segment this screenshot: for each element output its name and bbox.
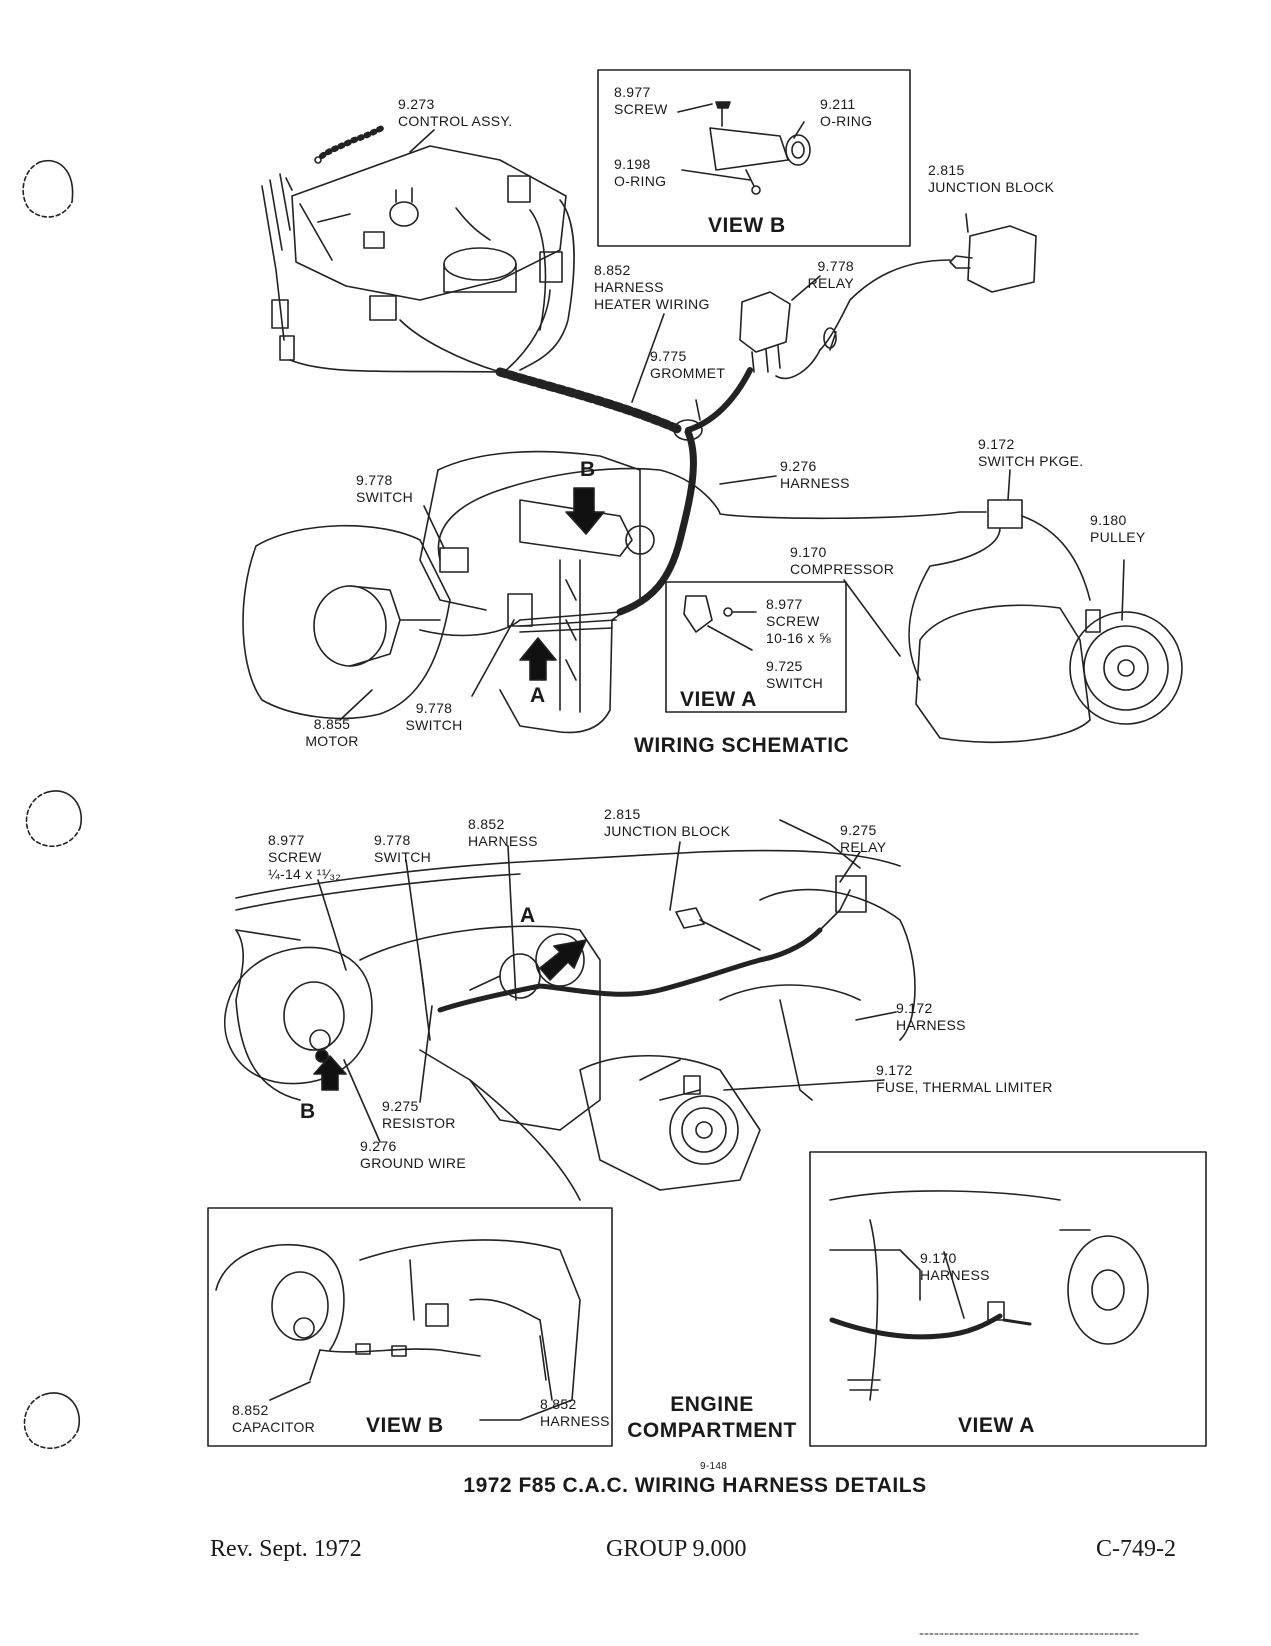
label-harness: 9.276 HARNESS xyxy=(780,458,850,491)
arrow-b-icon xyxy=(565,487,605,535)
engine-view-b-title: VIEW B xyxy=(366,1414,444,1437)
control-assembly-drawing xyxy=(261,125,567,361)
label-relay: 9.778 RELAY xyxy=(807,258,854,291)
label-junction-block: 2.815 JUNCTION BLOCK xyxy=(928,162,1055,195)
label-compressor: 9.170 COMPRESSOR xyxy=(790,544,895,577)
view-b-label-oring-right: 9.211 O-RING xyxy=(820,96,873,129)
engine-view-a-title: VIEW A xyxy=(958,1414,1035,1437)
engine-compartment-heading: ENGINE COMPARTMENT xyxy=(627,1393,797,1442)
footer-group: GROUP 9.000 xyxy=(606,1536,747,1562)
compressor-drawing xyxy=(915,604,1183,744)
engine-label-ground-wire: 9.276 GROUND WIRE xyxy=(360,1138,466,1171)
view-b-title: VIEW B xyxy=(708,214,786,237)
view-a-frame xyxy=(809,1151,1207,1447)
engine-label-switch: 9.778 SWITCH xyxy=(374,832,432,865)
footer-page-code: C-749-2 xyxy=(1096,1536,1176,1562)
engine-label-harness: 8.852 HARNESS xyxy=(468,816,538,849)
view-a-frame xyxy=(665,581,847,713)
junction-block-drawing xyxy=(675,907,705,929)
junction-block-drawing xyxy=(949,225,1037,293)
view-a-label-harness: 9.170 HARNESS xyxy=(920,1250,990,1283)
arrow-a-icon xyxy=(539,939,587,981)
engine-arrow-b-letter: B xyxy=(300,1100,316,1123)
arrow-a-icon xyxy=(519,637,557,681)
engine-label-harness-9172: 9.172 HARNESS xyxy=(896,1000,966,1033)
engine-label-fuse: 9.172 FUSE, THERMAL LIMITER xyxy=(876,1062,1053,1095)
view-b-label-capacitor: 8.852 CAPACITOR xyxy=(232,1402,316,1435)
wiring-schematic-heading: WIRING SCHEMATIC xyxy=(634,734,850,757)
view-a-label-screw: 8.977 SCREW 10-16 x ⅝ xyxy=(766,596,831,646)
relay-drawing xyxy=(835,875,867,913)
switch-drawing xyxy=(507,593,533,627)
engine-label-junction-block: 2.815 JUNCTION BLOCK xyxy=(604,806,731,839)
heater-case-drawing xyxy=(419,450,641,734)
arrow-b-letter: B xyxy=(580,458,596,481)
binder-hole-icon xyxy=(22,159,74,218)
label-control-assy: 9.273 CONTROL ASSY. xyxy=(398,96,513,129)
view-b-frame xyxy=(207,1207,613,1447)
view-a-harness-drawing xyxy=(829,1190,1149,1401)
label-motor: 8.855 MOTOR xyxy=(305,716,359,749)
view-b-label-screw: 8.977 SCREW xyxy=(614,84,668,117)
switch-package-drawing xyxy=(987,499,1023,529)
engine-label-relay: 9.275 RELAY xyxy=(840,822,887,855)
arrow-a-letter: A xyxy=(530,684,546,707)
engine-compartment-drawing xyxy=(224,819,916,1201)
label-pulley: 9.180 PULLEY xyxy=(1090,512,1146,545)
view-a-label-switch: 9.725 SWITCH xyxy=(766,658,824,691)
engine-label-resistor: 9.275 RESISTOR xyxy=(382,1098,456,1131)
label-harness-heater-wiring: 8.852 HARNESS HEATER WIRING xyxy=(594,262,710,312)
view-b-capacitor-drawing xyxy=(215,1239,581,1421)
blower-motor-drawing xyxy=(242,524,451,720)
figure-number: 9-148 xyxy=(700,1461,728,1472)
binder-hole-icon xyxy=(23,1392,81,1450)
view-b-label-harness: 8.852 HARNESS xyxy=(540,1396,610,1429)
binder-hole-icon xyxy=(25,790,83,848)
arrow-b-icon xyxy=(313,1055,347,1091)
label-switch-pkge: 9.172 SWITCH PKGE. xyxy=(978,436,1084,469)
label-switch-upper: 9.778 SWITCH xyxy=(356,472,414,505)
relay-drawing xyxy=(739,291,791,373)
figure-title: 1972 F85 C.A.C. WIRING HARNESS DETAILS xyxy=(463,1474,927,1497)
aspirator-fitting-drawing xyxy=(709,101,811,195)
engine-label-screw: 8.977 SCREW ¼-14 x ¹¹⁄₃₂ xyxy=(268,832,342,882)
footer-revision: Rev. Sept. 1972 xyxy=(210,1536,362,1562)
view-a-title: VIEW A xyxy=(680,688,757,711)
label-switch-lower: 9.778 SWITCH xyxy=(405,700,463,733)
view-b-frame xyxy=(597,69,911,247)
label-grommet: 9.775 GROMMET xyxy=(650,348,726,381)
switch-drawing xyxy=(439,547,469,573)
view-b-label-oring-left: 9.198 O-RING xyxy=(614,156,667,189)
engine-arrow-a-letter: A xyxy=(520,904,536,927)
